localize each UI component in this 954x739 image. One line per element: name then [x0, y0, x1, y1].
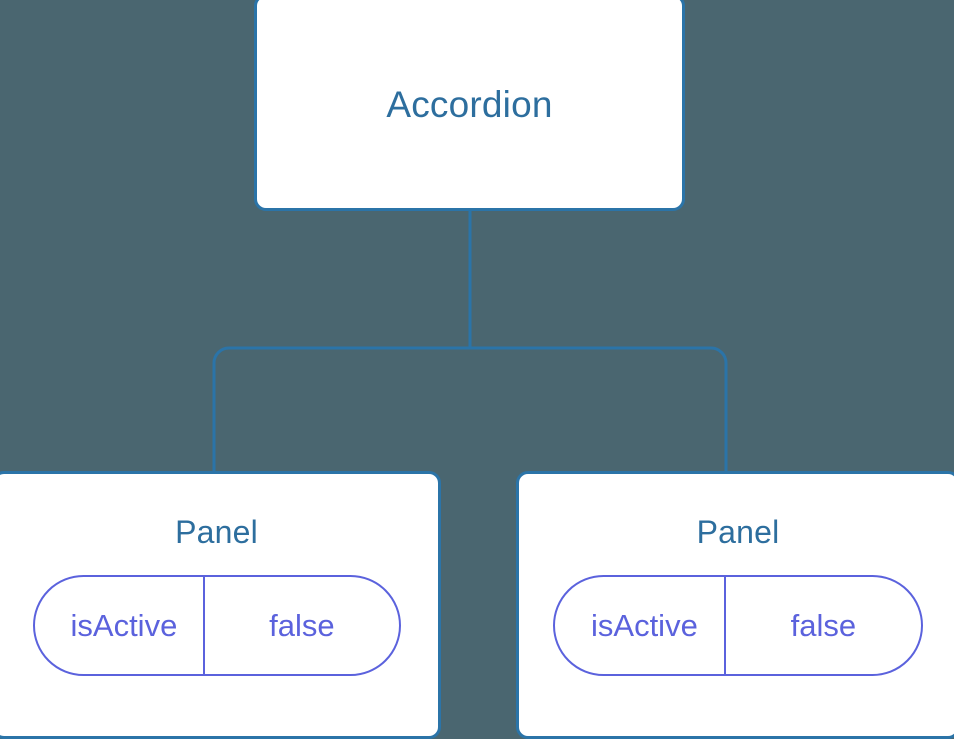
node-accordion-title: Accordion — [386, 84, 553, 125]
node-panel-1-state-value: false — [790, 608, 857, 643]
node-panel-0-title: Panel — [175, 514, 258, 550]
node-panel-0-state-pill: isActive false — [32, 575, 401, 676]
node-panel-1-title: Panel — [696, 514, 780, 550]
node-panel-1-state-key: isActive — [555, 577, 726, 674]
connector-root-to-children — [212, 208, 728, 471]
node-panel-1[interactable]: Panel isActive false — [516, 471, 954, 739]
node-panel-1-state-pill: isActive false — [553, 575, 923, 676]
node-panel-0-state-key: isActive — [35, 577, 206, 674]
node-panel-0-state-value: false — [269, 608, 335, 643]
node-accordion[interactable]: Accordion — [254, 0, 685, 211]
node-panel-0[interactable]: Panel isActive false — [0, 471, 441, 739]
